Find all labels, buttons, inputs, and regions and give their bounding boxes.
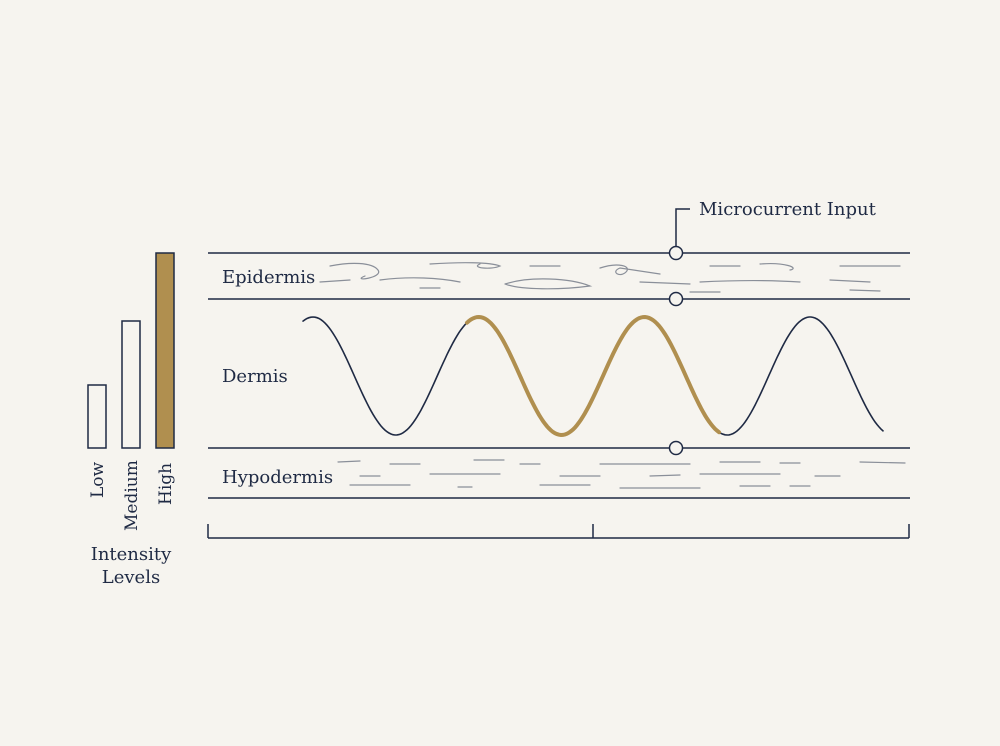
input-node-middle xyxy=(668,291,684,307)
layer-label-epidermis: Epidermis xyxy=(222,267,315,288)
layer-label-hypodermis: Hypodermis xyxy=(222,467,333,488)
intensity-label-low: Low xyxy=(88,461,108,498)
intensity-label-medium: Medium xyxy=(122,460,142,531)
intensity-label-high: High xyxy=(156,463,176,505)
epidermis-texture xyxy=(319,262,901,293)
intensity-title-line1: Intensity xyxy=(91,544,172,565)
wave-highlighted-segment xyxy=(465,314,721,438)
layer-labels: Epidermis Dermis Hypodermis xyxy=(222,267,333,488)
microcurrent-input: Microcurrent Input xyxy=(668,199,877,456)
intensity-bar-high xyxy=(155,252,175,449)
layer-boundaries xyxy=(208,252,910,499)
input-node-top xyxy=(668,245,684,261)
bottom-bracket xyxy=(207,524,910,539)
input-label: Microcurrent Input xyxy=(699,199,877,220)
intensity-levels: Low Medium High Intensity Levels xyxy=(87,252,176,588)
input-node-bottom xyxy=(668,440,684,456)
intensity-title-line2: Levels xyxy=(102,567,160,588)
wave-base-path xyxy=(302,316,884,436)
intensity-bar-low xyxy=(87,384,107,449)
intensity-bar-medium xyxy=(121,320,141,449)
hypodermis-texture xyxy=(337,459,906,489)
layer-label-dermis: Dermis xyxy=(222,366,288,387)
microcurrent-wave xyxy=(302,314,884,438)
input-leader-line xyxy=(675,208,690,246)
